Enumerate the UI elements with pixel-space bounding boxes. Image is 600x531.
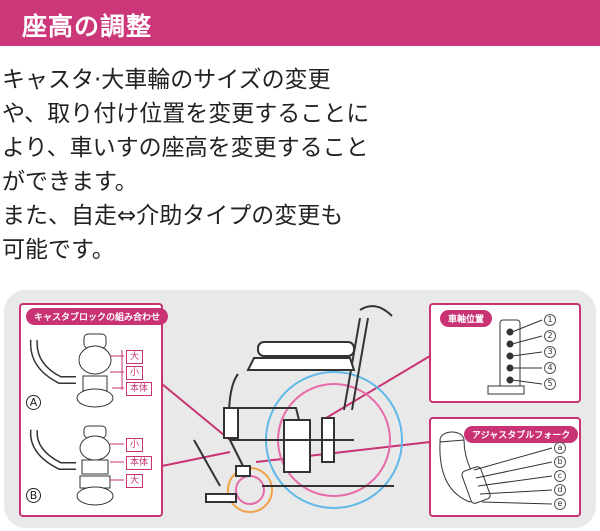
caster-block-tag: キャスタブロックの組み合わせ <box>26 308 169 325</box>
description-line: より、車いすの座高を変更すること <box>2 135 369 161</box>
caster-a-label-body: 本体 <box>126 382 153 396</box>
axle-position-tag: 車軸位置 <box>440 310 493 327</box>
adjustable-fork-drawing <box>439 431 553 505</box>
variant-b-marker: B <box>26 488 41 503</box>
fork-letter-a: a <box>554 442 566 454</box>
fork-letter-b: b <box>554 456 566 468</box>
caster-b-label-body: 本体 <box>126 456 153 470</box>
description-line: ができます。 <box>2 169 138 195</box>
section-header: 座高の調整 <box>0 0 600 46</box>
axle-number-4: 4 <box>544 362 556 374</box>
description-line: キャスタ·大車輪のサイズの変更 <box>2 67 331 93</box>
fork-letter-c: c <box>554 470 566 482</box>
caster-b-drawing <box>29 425 124 506</box>
fork-letter-e: e <box>554 498 566 510</box>
caster-b-label-large: 大 <box>126 474 144 488</box>
adjustable-fork-tag: アジャスタブルフォーク <box>464 426 579 443</box>
wheelchair-illustration <box>19 303 581 517</box>
caster-a-label-large: 大 <box>126 350 144 364</box>
description-text: キャスタ·大車輪のサイズの変更 や、取り付け位置を変更することに より、車いすの… <box>2 63 392 267</box>
wheelchair-frame <box>193 305 403 513</box>
description-line: 可能です。 <box>2 237 115 263</box>
fork-letter-d: d <box>554 484 566 496</box>
axle-position-drawing <box>487 319 543 395</box>
variant-a-marker: A <box>26 395 41 410</box>
caster-b-label-small: 小 <box>126 438 144 452</box>
description-line: また、自走⇔介助タイプの変更も <box>2 203 344 229</box>
axle-number-3: 3 <box>544 346 556 358</box>
axle-number-5: 5 <box>544 378 556 390</box>
caster-a-drawing <box>29 333 124 408</box>
section-title: 座高の調整 <box>22 12 153 41</box>
wheelchair-diagram: キャスタブロックの組み合わせ 大 小 本体 A 小 本体 大 B 車軸位置 1 … <box>4 290 596 528</box>
axle-number-1: 1 <box>544 314 556 326</box>
axle-number-2: 2 <box>544 330 556 342</box>
caster-a-label-small: 小 <box>126 366 144 380</box>
description-line: や、取り付け位置を変更することに <box>2 101 370 127</box>
